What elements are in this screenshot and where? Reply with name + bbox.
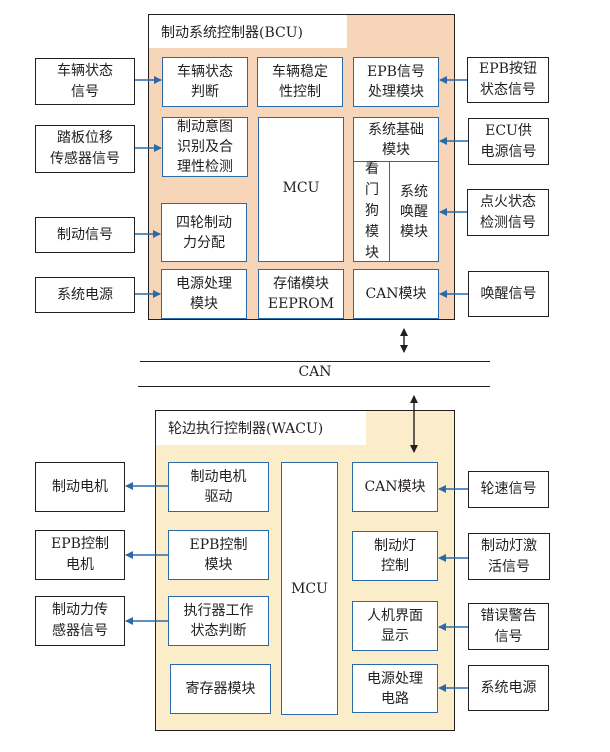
bcu-stability-module: 车辆稳定 性控制	[257, 57, 343, 107]
wacu-brake-light-module: 制动灯 控制	[352, 531, 438, 581]
wacu-motor-drive-module: 制动电机 驱动	[168, 462, 269, 512]
wacu-register-module: 寄存器模块	[170, 664, 271, 714]
bcu-can-module: CAN模块	[353, 269, 439, 319]
bcu-mcu: MCU	[258, 117, 344, 262]
bcu-title: 制动系统控制器(BCU)	[149, 15, 347, 48]
can-bus-line-bottom	[138, 386, 490, 387]
wacu-epb-control-module: EPB控制 模块	[168, 530, 269, 580]
bcu-system-power-box: 系统电源	[35, 277, 135, 313]
vehicle-state-signal-box: 车辆状态 信号	[35, 58, 135, 105]
ignition-state-signal-box: 点火状态 检测信号	[467, 189, 549, 236]
bcu-wakeup-module: 系统 唤醒 模块	[389, 161, 439, 262]
wacu-mcu: MCU	[281, 462, 338, 715]
epb-button-signal-box: EPB按钮 状态信号	[467, 57, 549, 103]
bcu-epb-signal-module: EPB信号 处理模块	[353, 57, 439, 107]
wakeup-signal-box: 唤醒信号	[468, 271, 549, 317]
error-warning-signal-box: 错误警告 信号	[468, 603, 549, 650]
can-bus-line-top	[140, 361, 490, 362]
brake-light-activation-signal-box: 制动灯激 活信号	[468, 533, 550, 580]
bcu-watchdog-module: 看 门 狗 模 块	[353, 161, 391, 262]
bcu-brake-intent-module: 制动意图 识别及合 理性检测	[162, 117, 248, 177]
ecu-power-signal-box: ECU供 电源信号	[468, 118, 549, 165]
epb-control-motor-box: EPB控制 电机	[35, 530, 125, 580]
can-bus-label: CAN	[298, 364, 332, 380]
brake-signal-box: 制动信号	[35, 217, 135, 253]
bcu-storage-module: 存储模块 EEPROM	[258, 269, 344, 319]
bcu-power-module: 电源处理 模块	[161, 269, 247, 319]
wacu-hmi-display-module: 人机界面 显示	[352, 601, 438, 651]
bcu-four-wheel-distribution-module: 四轮制动 力分配	[161, 203, 247, 262]
wacu-system-power-box: 系统电源	[468, 665, 549, 711]
wacu-power-circuit-module: 电源处理 电路	[352, 664, 438, 713]
wacu-title: 轮边执行控制器(WACU)	[156, 411, 366, 445]
pedal-sensor-signal-box: 踏板位移 传感器信号	[35, 125, 135, 173]
brake-force-sensor-box: 制动力传 感器信号	[35, 596, 125, 646]
wheel-speed-signal-box: 轮速信号	[468, 471, 549, 508]
brake-motor-box: 制动电机	[35, 462, 125, 512]
bcu-vehicle-state-module: 车辆状态 判断	[162, 57, 248, 107]
bcu-system-base-module: 系统基础 模块	[353, 117, 439, 163]
wacu-can-module: CAN模块	[352, 462, 438, 512]
wacu-actuator-state-module: 执行器工作 状态判断	[168, 596, 269, 646]
